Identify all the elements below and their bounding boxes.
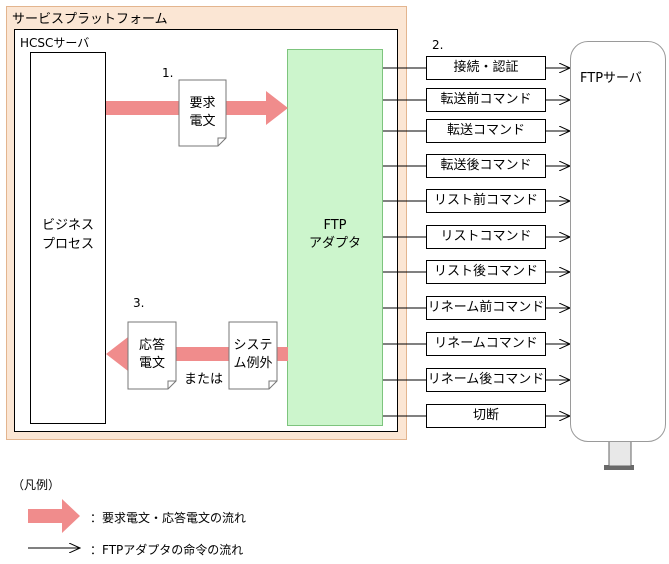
system-exception-document-icon xyxy=(228,321,278,390)
system-exception-label: システ ム例外 xyxy=(233,338,273,371)
business-process-box xyxy=(30,52,106,424)
command-pre-list: リスト前コマンド xyxy=(426,189,546,213)
command-post-transfer: 転送後コマンド xyxy=(426,154,546,178)
legend-thick-arrow-text: ：要求電文・応答電文の流れ xyxy=(90,511,247,525)
command-pre-transfer: 転送前コマンド xyxy=(426,88,546,112)
response-document-icon xyxy=(127,321,177,390)
command-rename: リネームコマンド xyxy=(426,332,546,356)
legend-thin-arrow-text: ：FTPアダプタの命令の流れ xyxy=(90,543,244,557)
legend-thick-arrow xyxy=(28,499,80,533)
command-pre-rename: リネーム前コマンド xyxy=(426,296,546,320)
command-connect-auth: 接続・認証 xyxy=(426,56,546,80)
ftp-adapter-label: FTP アダプタ xyxy=(308,218,361,251)
request-document-label: 要求 電文 xyxy=(189,96,216,129)
legend-title: （凡例） xyxy=(12,478,61,492)
command-arrows xyxy=(383,68,570,416)
hcsc-server-title: HCSCサーバ xyxy=(20,36,90,50)
service-platform-title: サービスプラットフォーム xyxy=(12,12,168,27)
ftp-server-label: FTPサーバ xyxy=(580,71,642,86)
ftp-server-box xyxy=(570,41,666,442)
command-disconnect: 切断 xyxy=(426,404,546,428)
step-2-label: 2. xyxy=(432,38,444,52)
request-document-icon xyxy=(178,79,227,147)
ftp-adapter-box xyxy=(287,49,383,426)
command-post-rename: リネーム後コマンド xyxy=(426,368,546,392)
response-flow-arrow xyxy=(106,337,288,371)
or-label: または xyxy=(184,372,224,387)
command-list: リストコマンド xyxy=(426,225,546,249)
command-transfer: 転送コマンド xyxy=(426,119,546,143)
step-1-label: 1. xyxy=(162,66,174,80)
command-post-list: リスト後コマンド xyxy=(426,260,546,284)
step-3-label: 3. xyxy=(133,296,145,310)
response-document-label: 応答 電文 xyxy=(138,338,165,371)
business-process-label: ビジネス プロセス xyxy=(41,218,94,252)
